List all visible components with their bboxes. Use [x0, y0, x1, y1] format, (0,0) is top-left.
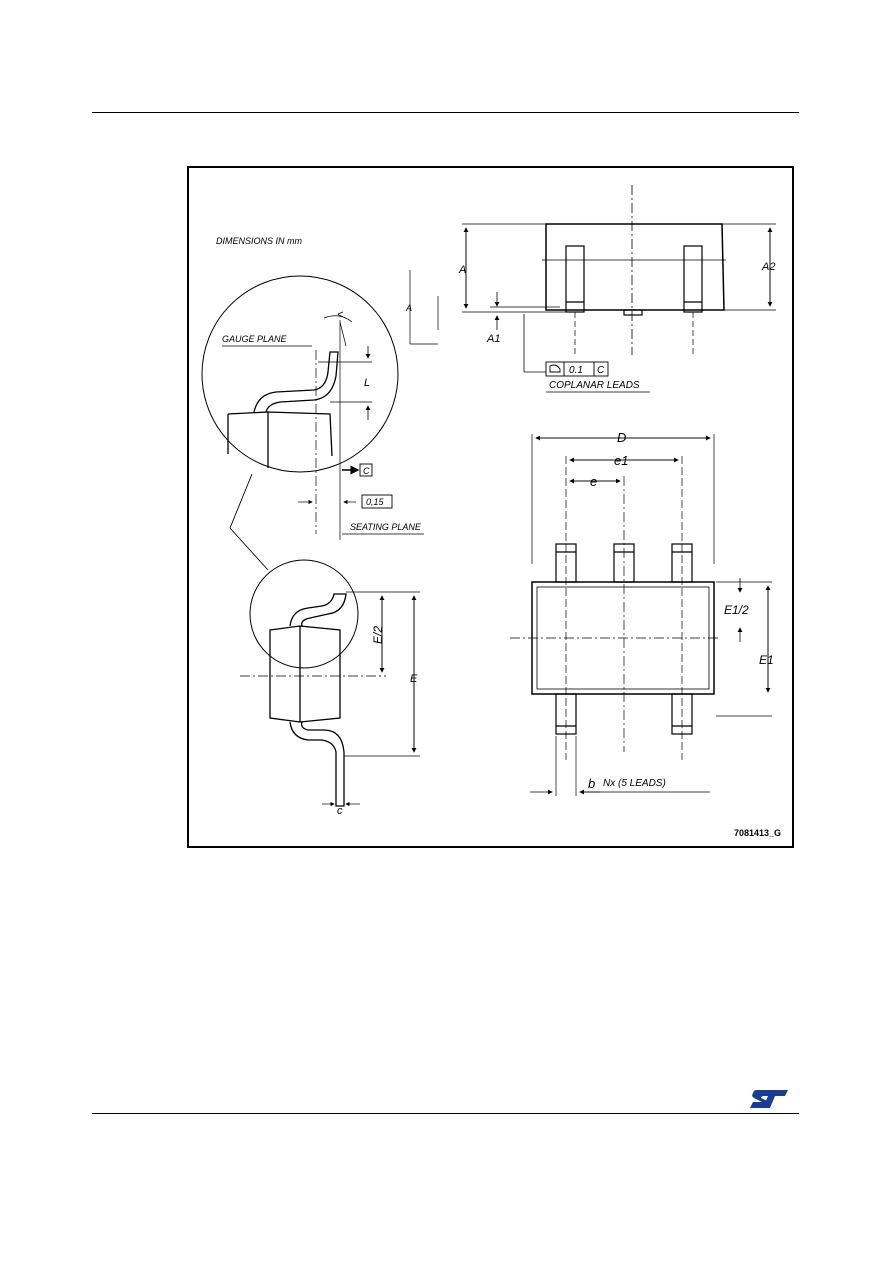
dim-e1-half-label: E1/2 [724, 603, 749, 617]
flatness-datum: C [597, 365, 605, 376]
dim-e-half-label: E/2 [371, 626, 385, 644]
footer-rule [92, 1113, 799, 1114]
header-rule [92, 112, 799, 113]
coplanar-leads-label: COPLANAR LEADS [549, 380, 640, 391]
dim-e1-label: E1 [759, 653, 774, 667]
st-logo-icon [750, 1090, 788, 1108]
dim-a2-label: A2 [761, 261, 775, 273]
drawing-code: 7081413_G [734, 828, 782, 838]
datum-c-label: C [363, 466, 370, 476]
dim-a-label: A [458, 264, 466, 276]
dim-e-pitch-label: e [590, 474, 597, 489]
gauge-value: 0,15 [366, 497, 385, 507]
dim-b-label: b [588, 776, 595, 791]
flatness-value: 0.1 [569, 365, 583, 376]
side-view [462, 185, 776, 393]
drawing-frame [187, 166, 794, 848]
detail-a-label: A [405, 303, 412, 313]
top-view [510, 434, 772, 796]
detail-view [201, 270, 439, 571]
dimensions-note: DIMENSIONS IN mm [216, 236, 303, 246]
angle-symbol: < [337, 309, 344, 321]
end-view [240, 559, 420, 807]
lead-count-note: Nx (5 LEADS) [603, 778, 666, 789]
dim-d-label: D [617, 430, 626, 445]
dim-l-label: L [364, 377, 370, 389]
seating-plane-label: SEATING PLANE [350, 522, 422, 532]
dim-a1-label: A1 [486, 333, 500, 345]
dim-c-label: c [337, 805, 343, 817]
dim-e1-pitch-label: e1 [614, 453, 628, 468]
gauge-plane-label: GAUGE PLANE [222, 334, 288, 344]
dim-e-label: E [410, 673, 418, 685]
